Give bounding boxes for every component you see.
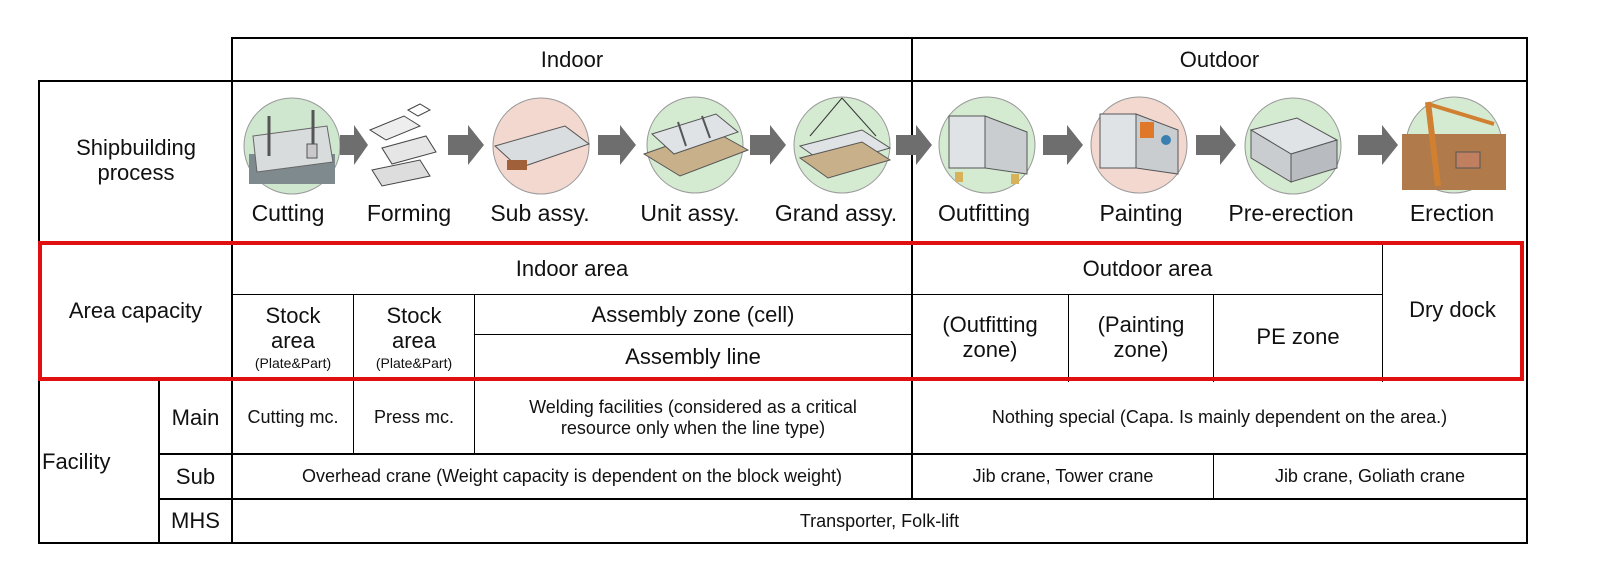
grid-line [158, 453, 1528, 455]
painting-icon [1090, 96, 1188, 194]
area-capacity-label: Area capacity [68, 298, 203, 324]
assembly-line: Assembly line [625, 344, 761, 370]
mhs-label: MHS [171, 508, 220, 534]
jib-tower-crane: Jib crane, Tower crane [972, 466, 1154, 487]
outdoor-main-facility: Nothing special (Capa. Is mainly depende… [991, 407, 1448, 428]
outfitting-icon [938, 96, 1036, 194]
step-label-pre-erection: Pre-erection [1228, 199, 1354, 226]
step-label-outfitting: Outfitting [937, 199, 1031, 226]
process-row-label: Shipbuilding process [76, 134, 196, 185]
grid-line [231, 294, 1383, 295]
unit-assembly-icon [642, 96, 750, 194]
arrow-icon [750, 125, 786, 165]
grid-line [231, 37, 233, 544]
indoor-header: Indoor [540, 46, 604, 72]
arrow-icon [1043, 125, 1083, 165]
grid-line [38, 80, 1528, 82]
stock-area-cell-1: Stock area (Plate&Part) [233, 295, 353, 379]
stock-area-subtitle: (Plate&Part) [375, 355, 453, 372]
cutting-mc: Cutting mc. [247, 407, 339, 428]
painting-zone: (Painting zone) [1097, 311, 1185, 362]
grid-line [158, 381, 160, 544]
grid-line [911, 37, 913, 500]
step-label-cutting: Cutting [251, 199, 325, 226]
grid-line [158, 498, 1528, 500]
arrow-icon [896, 125, 932, 165]
arrow-icon [1358, 125, 1398, 165]
jib-goliath-crane: Jib crane, Goliath crane [1274, 466, 1466, 487]
transporter-forklift: Transporter, Folk-lift [799, 510, 960, 531]
sub-label: Sub [175, 463, 216, 489]
overhead-crane: Overhead crane (Weight capacity is depen… [302, 466, 842, 487]
step-label-forming: Forming [366, 199, 452, 226]
step-label-unit-assy: Unit assy. [640, 199, 740, 226]
grid-line [231, 37, 1528, 39]
grid-line [353, 294, 354, 454]
erection-crane-icon [1402, 96, 1506, 194]
grid-line [1526, 37, 1528, 544]
step-label-grand-assy: Grand assy. [774, 199, 898, 226]
grid-line [1382, 241, 1383, 382]
step-label-sub-assy: Sub assy. [490, 199, 590, 226]
arrow-icon [448, 125, 484, 165]
arrow-icon [340, 125, 368, 165]
stock-area-cell-2: Stock area (Plate&Part) [354, 295, 474, 379]
dry-dock: Dry dock [1409, 297, 1496, 323]
assembly-zone: Assembly zone (cell) [591, 301, 795, 327]
pe-zone: PE zone [1256, 324, 1340, 350]
arrow-icon [598, 125, 636, 165]
forming-press-icon [368, 103, 437, 187]
outdoor-header: Outdoor [1179, 46, 1260, 72]
stock-area-title: Stock area [265, 302, 321, 353]
outdoor-area-header: Outdoor area [1082, 256, 1213, 282]
arrow-icon [1196, 125, 1236, 165]
stock-area-subtitle: (Plate&Part) [254, 355, 332, 372]
stock-area-title: Stock area [386, 302, 442, 353]
welding-facilities: Welding facilities (considered as a crit… [529, 396, 857, 438]
grand-assembly-icon [793, 96, 892, 194]
indoor-area-header: Indoor area [515, 256, 629, 282]
sub-assembly-icon [492, 97, 591, 195]
outfitting-zone: (Outfitting zone) [942, 311, 1038, 362]
grid-line [38, 542, 1528, 544]
cutting-machine-icon [243, 97, 341, 195]
grid-line [474, 294, 475, 454]
grid-line [1213, 454, 1214, 499]
press-mc: Press mc. [373, 407, 454, 428]
step-label-painting: Painting [1099, 199, 1183, 226]
step-label-erection: Erection [1409, 199, 1495, 226]
grid-line [1068, 294, 1069, 382]
grid-line [1213, 294, 1214, 382]
pre-erection-icon [1244, 97, 1342, 195]
facility-label: Facility [42, 449, 111, 475]
grid-line [474, 334, 912, 335]
main-label: Main [171, 404, 220, 430]
